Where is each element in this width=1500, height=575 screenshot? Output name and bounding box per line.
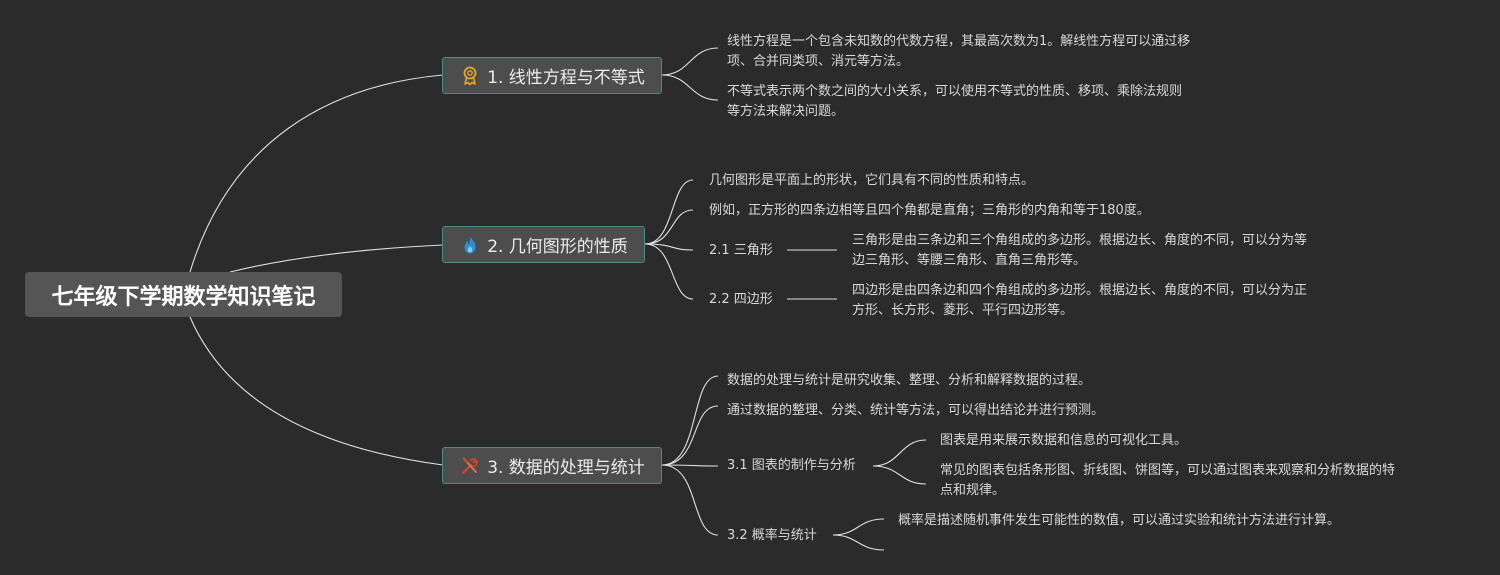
leaf-line: 几何图形是平面上的形状，它们具有不同的性质和特点。 [709,173,1035,188]
leaf-text: 常见的图表包括条形图、折线图、饼图等，可以通过图表来观察和分析数据的特 点和规律… [940,461,1395,501]
link-topic2-sub1 [644,243,694,251]
subtopic-quadrilateral[interactable]: 2.2 四边形 [709,290,773,310]
subtopic-probability[interactable]: 3.2 概率与统计 [727,526,817,546]
leaf-line: 三角形是由三条边和三个角组成的多边形。根据边长、角度的不同，可以分为等 [852,233,1308,248]
link-topic2-sub2 [644,243,694,300]
leaf-text: 不等式表示两个数之间的大小关系，可以使用不等式的性质、移项、乘除法规则 等方法来… [727,82,1182,122]
link-topic2-leaf1 [644,179,694,245]
leaf-text: 例如，正方形的四条边相等且四个角都是直角；三角形的内角和等于180度。 [709,201,1150,221]
leaf-line: 边三角形、等腰三角形、直角三角形等。 [852,253,1087,268]
leaf-text: 四边形是由四条边和四个角组成的多边形。根据边长、角度的不同，可以分为正 方形、长… [852,281,1307,321]
topic-label: 2. 几何图形的性质 [487,237,628,257]
link-root-topic2 [229,244,444,273]
topic-node-linear-equations[interactable]: 1. 线性方程与不等式 [442,57,662,94]
leaf-line: 四边形是由四条边和四个角组成的多边形。根据边长、角度的不同，可以分为正 [852,283,1308,298]
leaf-line: 常见的图表包括条形图、折线图、饼图等，可以通过图表来观察和分析数据的特 [940,463,1396,478]
leaf-line: 点和规律。 [940,483,1006,498]
root-node[interactable]: 七年级下学期数学知识笔记 [25,272,342,317]
subtopic-label: 3.2 概率与统计 [727,528,817,543]
leaf-line: 通过数据的整理、分类、统计等方法，可以得出结论并进行预测。 [727,403,1105,418]
leaf-text: 几何图形是平面上的形状，它们具有不同的性质和特点。 [709,171,1034,191]
link-root-topic1 [189,74,444,273]
leaf-text: 数据的处理与统计是研究收集、整理、分析和解释数据的过程。 [727,371,1091,391]
leaf-line: 图表是用来展示数据和信息的可视化工具。 [940,433,1188,448]
leaf-text: 概率是描述随机事件发生可能性的数值，可以通过实验和统计方法进行计算。 [898,511,1340,531]
link-sub31-detail2 [872,465,927,485]
leaf-line: 数据的处理与统计是研究收集、整理、分析和解释数据的过程。 [727,373,1092,388]
subtopic-label: 2.1 三角形 [709,243,773,258]
leaf-line: 项、合并同类项、消元等方法。 [727,54,910,69]
subtopic-label: 2.2 四边形 [709,292,773,307]
leaf-text: 三角形是由三条边和三个角组成的多边形。根据边长、角度的不同，可以分为等 边三角形… [852,231,1307,271]
link-topic1-leaf1 [661,47,719,76]
flame-icon [459,234,481,256]
topic-label: 3. 数据的处理与统计 [487,458,645,478]
leaf-line: 不等式表示两个数之间的大小关系，可以使用不等式的性质、移项、乘除法规则 [727,84,1183,99]
link-topic3-leaf2 [661,405,719,466]
link-topic3-sub2 [661,464,719,536]
topic-node-data-statistics[interactable]: 3. 数据的处理与统计 [442,447,662,484]
topic-label: 1. 线性方程与不等式 [487,68,645,88]
subtopic-triangle[interactable]: 2.1 三角形 [709,241,773,261]
leaf-line: 概率是描述随机事件发生可能性的数值，可以通过实验和统计方法进行计算。 [898,513,1341,528]
link-root-topic3 [189,316,444,466]
link-topic3-leaf1 [661,375,719,466]
root-label: 七年级下学期数学知识笔记 [51,284,316,310]
link-topic3-sub1 [661,464,719,467]
link-sub31-detail1 [872,439,927,467]
link-sub32-detail2 [832,534,885,551]
leaf-text: 线性方程是一个包含未知数的代数方程，其最高次数为1。解线性方程可以通过移 项、合… [727,32,1190,72]
leaf-text: 图表是用来展示数据和信息的可视化工具。 [940,431,1187,451]
award-ribbon-icon [459,65,481,87]
link-topic1-leaf2 [661,74,719,101]
leaf-line: 方形、长方形、菱形、平行四边形等。 [852,303,1074,318]
link-topic2-leaf2 [644,209,694,245]
leaf-line: 等方法来解决问题。 [727,104,845,119]
leaf-text: 通过数据的整理、分类、统计等方法，可以得出结论并进行预测。 [727,401,1104,421]
subtopic-charts[interactable]: 3.1 图表的制作与分析 [727,456,856,476]
leaf-line: 线性方程是一个包含未知数的代数方程，其最高次数为1。解线性方程可以通过移 [727,34,1191,49]
leaf-line: 例如，正方形的四条边相等且四个角都是直角；三角形的内角和等于180度。 [709,203,1150,218]
topic-node-geometry[interactable]: 2. 几何图形的性质 [442,226,645,263]
subtopic-label: 3.1 图表的制作与分析 [727,458,856,473]
tools-icon [459,455,481,477]
link-sub32-detail1 [832,518,885,536]
